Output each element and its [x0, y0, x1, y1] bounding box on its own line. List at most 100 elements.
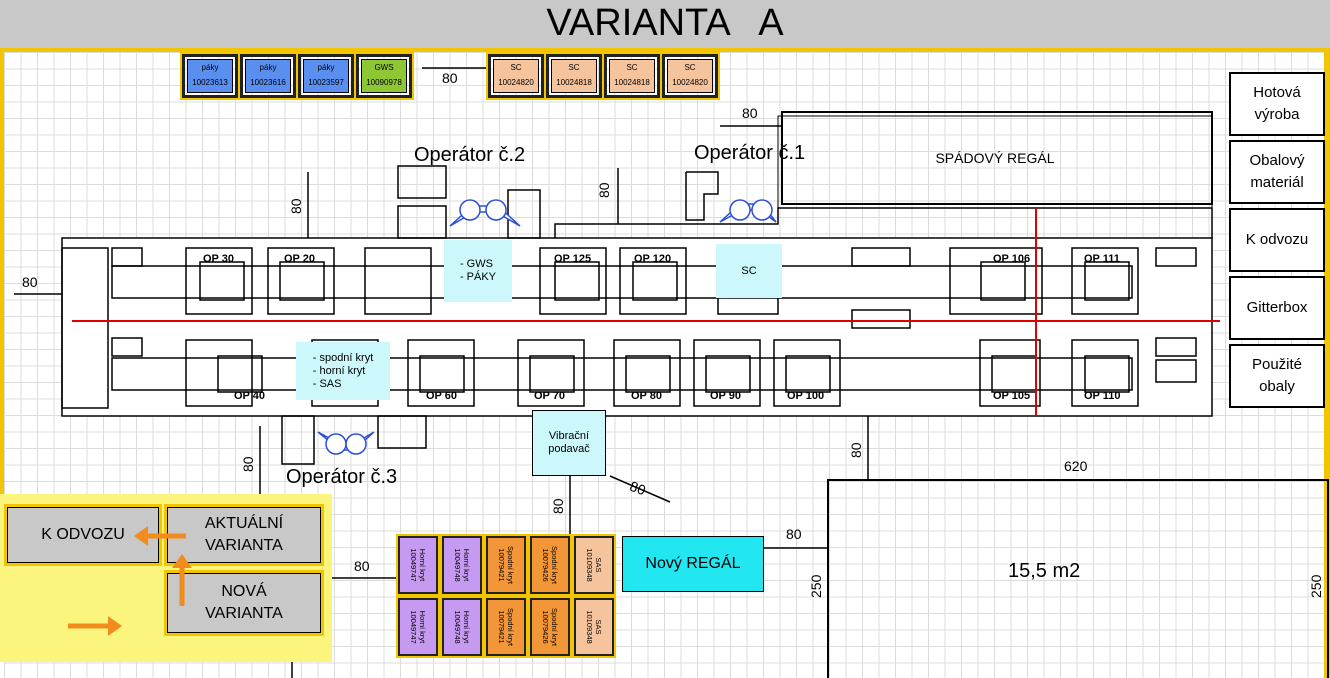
new-rack: Nový REGÁL — [622, 536, 764, 592]
legend-aktualni: AKTUÁLNÍ VARIANTA — [164, 504, 324, 566]
top-bin-code: 10024820 — [672, 78, 708, 87]
top-bin-label: páky 10023597 — [303, 59, 349, 93]
bottom-bin-code: 10049748 — [453, 610, 462, 644]
station-op80: OP 80 — [631, 390, 662, 402]
bottom-bin-code: 10109348 — [585, 548, 594, 582]
page-title: VARIANTA A — [546, 2, 784, 44]
legend-nova: NOVÁ VARIANTA — [164, 570, 324, 636]
label-sc: SC — [716, 244, 782, 298]
bottom-bin-code: 10049747 — [409, 610, 418, 644]
top-bin-code: 10090978 — [366, 78, 402, 87]
area-label: 15,5 m2 — [1008, 560, 1081, 582]
title-bar: VARIANTA A — [0, 0, 1330, 52]
label-kryt-text: - spodní kryt - horní kryt - SAS — [312, 351, 374, 390]
station-op60: OP 60 — [426, 390, 457, 402]
top-bin-name: GWS — [374, 63, 394, 72]
legend: K ODVOZU AKTUÁLNÍ VARIANTA NOVÁ VARIANTA — [0, 494, 332, 662]
station-op106: OP 106 — [993, 253, 1031, 265]
dim-new-rack: 80 — [786, 526, 802, 542]
top-bin-code: 10023597 — [308, 78, 344, 87]
dim-top-bins: 80 — [442, 70, 458, 86]
bottom-bin-code: 10049748 — [453, 548, 462, 582]
label-gws-paky-text: - GWS - PÁKY — [459, 258, 497, 283]
top-bin-name: páky — [201, 63, 219, 72]
operator-3-label: Operátor č.3 — [286, 466, 398, 488]
operator-3-icon — [317, 431, 375, 455]
top-bin-label: SC 10024818 — [609, 59, 655, 93]
station-op110: OP 110 — [1084, 390, 1121, 402]
top-bin: páky 10023616 — [238, 52, 298, 100]
right-panel-item: Gitterbox — [1229, 276, 1325, 340]
label-gws-paky: - GWS - PÁKY — [444, 240, 512, 302]
operator-2-icon — [449, 199, 521, 227]
top-bin: SC 10024818 — [602, 52, 662, 100]
station-op40: OP 40 — [234, 390, 265, 402]
dim-op3: 80 — [240, 456, 256, 472]
bottom-bin-name: SAS — [594, 557, 603, 573]
top-bin-name: páky — [317, 63, 335, 72]
label-sc-text: SC — [741, 264, 757, 277]
bottom-bin-name: Horní kryt — [462, 610, 471, 644]
right-panel-item: K odvozu — [1229, 208, 1325, 272]
new-rack-label: Nový REGÁL — [645, 555, 741, 572]
label-vibr-text: Vibrační podavač — [548, 430, 590, 455]
legend-aktualni-label: AKTUÁLNÍ VARIANTA — [204, 515, 284, 554]
top-bin-label: GWS 10090978 — [361, 59, 407, 93]
bottom-bin-code: 10109348 — [585, 610, 594, 644]
bottom-bin-name: Horní kryt — [418, 548, 427, 582]
station-op20: OP 20 — [284, 253, 315, 265]
operator-1-icon — [719, 199, 777, 223]
label-vibracni-podavac: Vibrační podavač — [532, 410, 606, 476]
right-panel-item-label: Obalový materiál — [1249, 152, 1305, 191]
station-op30: OP 30 — [203, 253, 234, 265]
right-panel-item-label: Gitterbox — [1246, 299, 1308, 316]
bottom-bin-code: 10049747 — [409, 548, 418, 582]
right-panel-item: Obalový materiál — [1229, 140, 1325, 204]
left-border — [0, 52, 4, 502]
top-bin-name: SC — [626, 63, 638, 72]
label-kryt: - spodní kryt - horní kryt - SAS — [296, 342, 390, 400]
legend-k-odvozu-label: K ODVOZU — [41, 526, 125, 543]
top-bin-name: SC — [568, 63, 580, 72]
top-bin-name: páky — [259, 63, 277, 72]
dim-250-right: 250 — [1308, 574, 1324, 598]
spadovy-regal: SPÁDOVÝ REGÁL — [800, 130, 1190, 186]
right-panel-item: Použité obaly — [1229, 344, 1325, 408]
top-bin: GWS 10090978 — [354, 52, 414, 100]
top-bin: páky 10023597 — [296, 52, 356, 100]
legend-nova-label: NOVÁ VARIANTA — [205, 583, 283, 622]
top-bin-code: 10024820 — [498, 78, 534, 87]
bottom-bin-name: Spodní kryt — [550, 608, 559, 646]
dim-op1: 80 — [596, 182, 612, 198]
bottom-bin-name: SAS — [594, 619, 603, 635]
dim-bins: 80 — [354, 558, 370, 574]
operator-1-label: Operátor č.1 — [694, 142, 806, 164]
dim-250-left: 250 — [808, 574, 824, 598]
bottom-bin-name: Spodní kryt — [550, 546, 559, 584]
station-op100: OP 100 — [787, 390, 825, 402]
top-bin-code: 10023616 — [250, 78, 286, 87]
station-op90: OP 90 — [710, 390, 741, 402]
bottom-bin-name: Horní kryt — [418, 610, 427, 644]
top-bin-code: 10024818 — [614, 78, 650, 87]
right-panel-item-label: Hotová výroba — [1253, 84, 1301, 123]
